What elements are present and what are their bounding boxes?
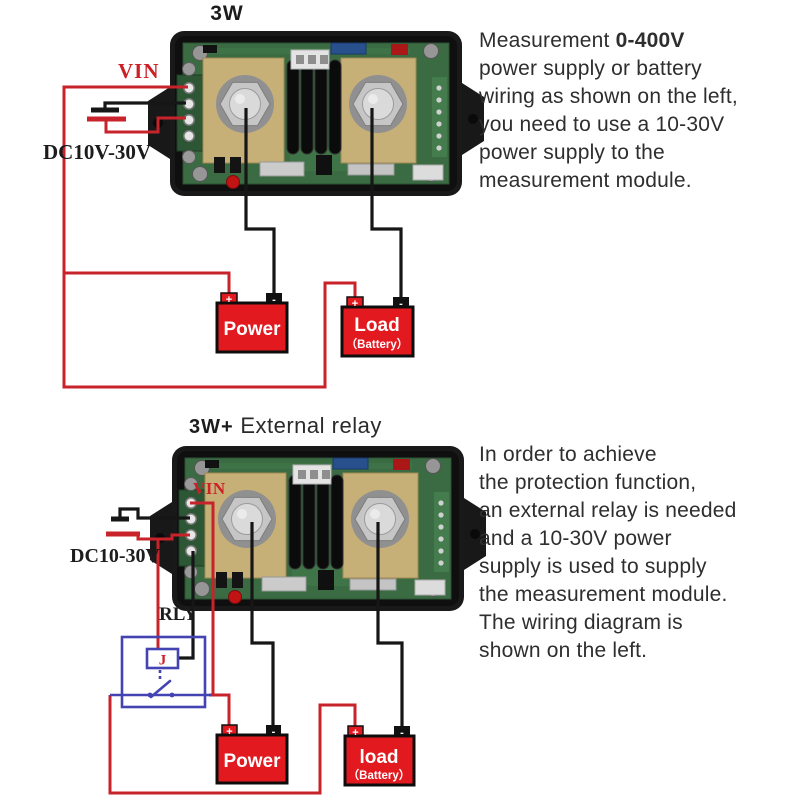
bottom-diagram-title: 3W+ External relay	[189, 413, 382, 439]
relay-outline	[120, 635, 207, 709]
load-sublabel: （Battery）	[346, 337, 409, 351]
supply-negative-wire	[118, 507, 190, 520]
bottom-wire-rly-to-coil	[178, 551, 195, 660]
top-dc-supply-symbol	[87, 101, 186, 134]
top-wire-to-power-plus	[64, 271, 231, 294]
supply-positive-wire	[136, 533, 190, 541]
bottom-wire-switch-to-load-plus	[108, 695, 357, 795]
top-load-box: + - Load （Battery）	[340, 296, 415, 358]
top-description: Measurement 0-400V power supply or batte…	[479, 27, 800, 195]
bottom-supply-voltage-label: DC10-30V	[70, 545, 160, 567]
top-power-box: + - Power	[215, 292, 289, 354]
description-line: you need to use a 10-30V	[479, 113, 725, 136]
bottom-power-box: + - Power	[215, 724, 289, 785]
switch-contact-left	[147, 692, 153, 698]
description-line: The wiring diagram is	[479, 611, 683, 634]
external-relay-symbol: J	[110, 635, 211, 709]
description-line: Measurement 0-400V	[479, 27, 800, 55]
description-line: In order to achieve	[479, 443, 657, 466]
top-vin-label: VIN	[118, 59, 160, 83]
top-wire-bolt-to-load-minus	[370, 108, 403, 298]
load-label: load	[359, 747, 398, 768]
minus-sign: -	[399, 298, 403, 310]
description-line: power supply to the	[479, 141, 665, 164]
plus-sign: +	[352, 727, 358, 739]
load-label: Load	[354, 315, 399, 336]
bottom-vin-label: VIN	[193, 479, 226, 498]
power-label: Power	[223, 319, 281, 340]
description-line: wiring as shown on the left,	[479, 85, 738, 108]
relay-coil-label: J	[159, 653, 167, 669]
bottom-wire-vin-down	[190, 501, 215, 694]
plus-sign: +	[226, 294, 232, 306]
description-line: supply is used to supply	[479, 555, 707, 578]
description-line: the protection function,	[479, 471, 697, 494]
plus-sign: +	[226, 726, 232, 738]
bottom-wire-bolt-to-power-minus	[250, 522, 275, 725]
minus-sign: -	[400, 727, 404, 739]
relay-switch-lever	[149, 679, 172, 699]
top-module-photo	[147, 30, 485, 197]
relay-coil-box	[145, 647, 180, 670]
bottom-title-rest-text: External relay	[240, 413, 382, 438]
bottom-wire-bolt-to-load-minus	[376, 522, 404, 726]
load-box-body	[343, 734, 416, 787]
bottom-load-box: + - load （Battery）	[343, 725, 416, 787]
bottom-wire-switch-to-power-plus	[209, 693, 231, 725]
supply-negative-wire	[103, 101, 186, 108]
bottom-title-bold: 3W+	[189, 416, 234, 438]
top-wire-bolt-to-power-minus	[244, 108, 276, 294]
top-supply-voltage-label: DC10V-30V	[43, 140, 152, 164]
description-line: measurement module.	[479, 169, 692, 192]
load-box-body	[340, 305, 415, 358]
top-wire-vin-to-load-plus	[62, 85, 357, 389]
plus-sign: +	[352, 298, 358, 310]
relay-wire-label: RLY	[159, 604, 198, 625]
description-bold-text: 0-400V	[615, 29, 685, 52]
description-line: an external relay is needed	[479, 499, 737, 522]
bottom-description: In order to achieve the protection funct…	[479, 441, 800, 665]
minus-sign: -	[272, 294, 276, 306]
bottom-dc-supply-symbol	[106, 507, 190, 650]
top-diagram-title: 3W	[210, 2, 244, 25]
description-text: Measurement	[479, 29, 616, 52]
description-line: power supply or battery	[479, 57, 702, 80]
description-line: and a 10-30V power	[479, 527, 672, 550]
supply-positive-wire	[104, 116, 186, 134]
minus-sign: -	[272, 726, 276, 738]
power-box-body	[215, 301, 289, 354]
bottom-module-photo	[149, 445, 487, 612]
power-label: Power	[223, 751, 281, 772]
power-box-body	[215, 733, 289, 785]
bottom-title-rest: External relay	[234, 413, 382, 438]
description-line: shown on the left.	[479, 639, 648, 662]
switch-contact-right	[169, 692, 175, 698]
load-sublabel: （Battery）	[348, 768, 411, 782]
description-line: the measurement module.	[479, 583, 728, 606]
